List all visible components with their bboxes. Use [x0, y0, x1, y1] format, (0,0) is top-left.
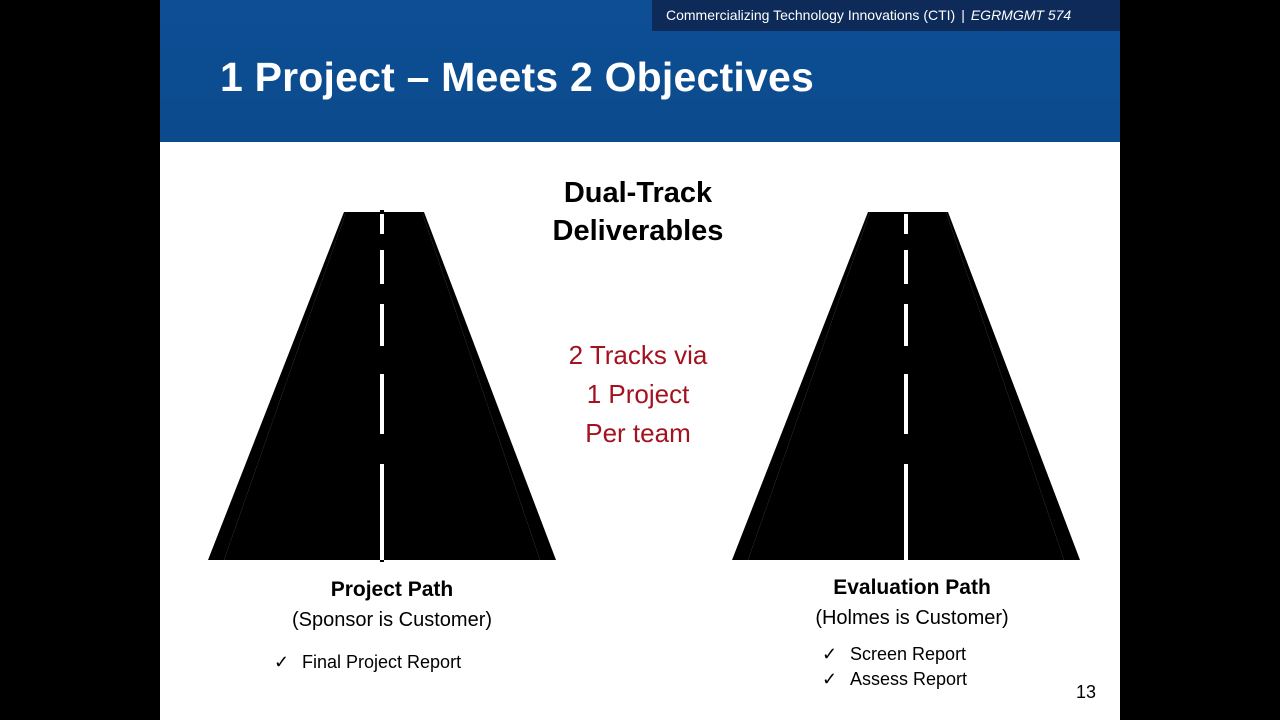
lane-dash	[380, 304, 384, 346]
road-edge-right	[422, 212, 556, 560]
road-edge-left	[732, 212, 870, 560]
slide-title: 1 Project – Meets 2 Objectives	[220, 54, 814, 100]
center-heading-line: Deliverables	[552, 215, 724, 247]
deliverable-label: Final Project Report	[302, 652, 462, 672]
road-edge-left	[208, 212, 346, 560]
road-icon	[208, 210, 556, 562]
deliverable-item: ✓ Final Project Report	[274, 652, 461, 673]
page-number: 13	[1076, 682, 1097, 702]
check-icon: ✓	[274, 652, 290, 672]
deliverable-label: Assess Report	[850, 669, 968, 689]
center-note-line: 1 Project	[586, 379, 690, 409]
lane-dash	[904, 250, 908, 284]
center-heading-line: Dual-Track	[563, 177, 713, 209]
deliverable-item: ✓ Screen Report	[822, 644, 966, 665]
project-path-title: Project Path	[330, 578, 454, 601]
course-separator: |	[961, 7, 965, 23]
course-code: EGRMGMT 574	[970, 7, 1072, 23]
course-tag: Commercializing Technology Innovations (…	[652, 0, 1120, 31]
evaluation-path-title: Evaluation Path	[833, 576, 991, 599]
evaluation-path-subtitle: (Holmes is Customer)	[815, 607, 1009, 629]
lane-dash	[380, 464, 384, 560]
slide: Commercializing Technology Innovations (…	[160, 0, 1120, 720]
check-icon: ✓	[822, 669, 838, 689]
lane-dash	[904, 374, 908, 434]
project-path-subtitle: (Sponsor is Customer)	[291, 609, 493, 631]
lane-dash	[380, 250, 384, 284]
lane-dash	[380, 374, 384, 434]
lane-dash	[904, 214, 908, 234]
road-edge-right	[946, 212, 1080, 560]
lane-dash	[904, 464, 908, 560]
road-icon	[732, 212, 1080, 560]
center-note: 2 Tracks via 1 Project Per team	[518, 336, 758, 453]
check-icon: ✓	[822, 644, 838, 664]
lane-dash	[904, 304, 908, 346]
center-note-line: Per team	[585, 418, 691, 448]
center-note-line: 2 Tracks via	[568, 340, 708, 370]
course-name: Commercializing Technology Innovations (…	[666, 7, 956, 23]
deliverable-label: Screen Report	[850, 644, 967, 664]
center-heading: Dual-Track Deliverables	[518, 174, 758, 250]
deliverable-item: ✓ Assess Report	[822, 669, 967, 690]
lane-dash	[380, 214, 384, 234]
header-bar: Commercializing Technology Innovations (…	[160, 0, 1120, 142]
